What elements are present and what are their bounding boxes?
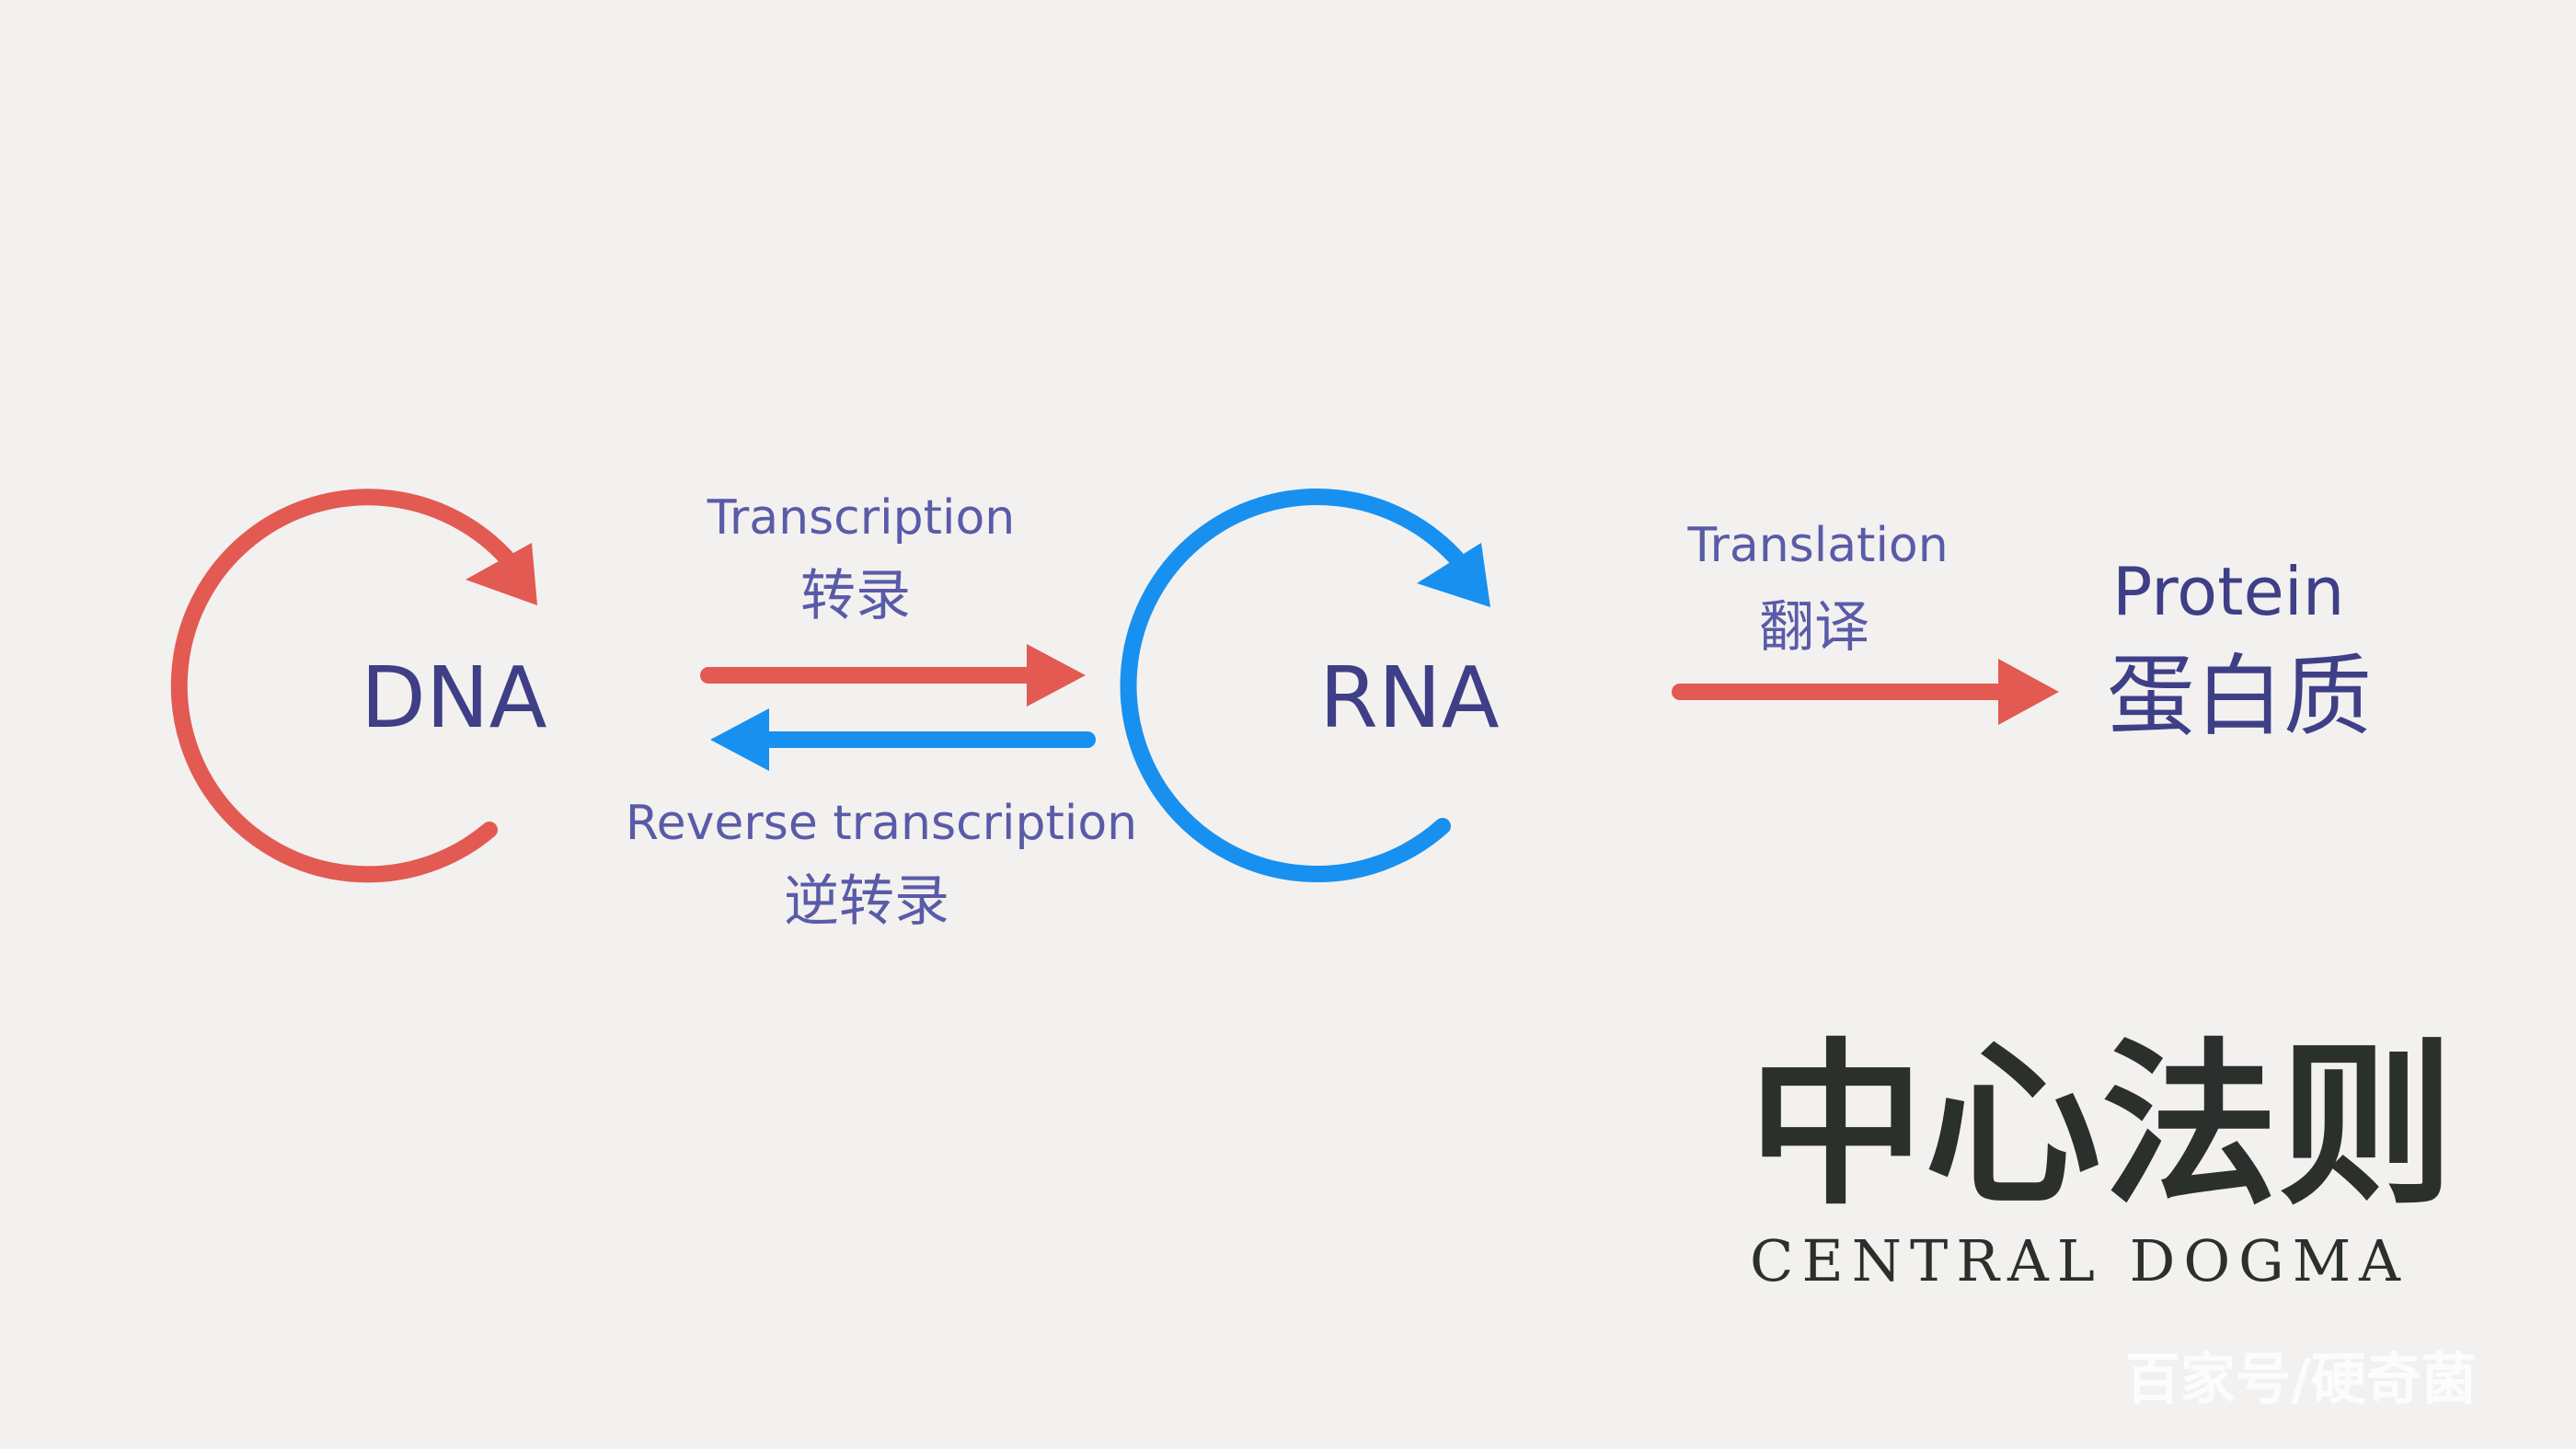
- transcription-label-zh: 转录: [800, 564, 911, 628]
- transcription-arrowhead: [1027, 644, 1086, 707]
- rna-label: RNA: [1319, 649, 1500, 747]
- title-zh: 中心法则: [1748, 1024, 2455, 1229]
- translation-arrow: [1672, 659, 2059, 725]
- protein-label-en: Protein: [2112, 553, 2344, 630]
- dna-label: DNA: [361, 649, 547, 747]
- protein-label-zh: 蛋白质: [2107, 645, 2372, 748]
- reverse-transcription-label-zh: 逆转录: [784, 869, 949, 934]
- dna-replication-arc: [170, 489, 525, 883]
- translation-label-en: Translation: [1686, 518, 1948, 573]
- reverse-transcription-arrow: [710, 708, 1096, 771]
- watermark: 百家号/硬奇菌: [2125, 1348, 2477, 1412]
- rna-cycle: [1120, 489, 1490, 882]
- transcription-arrow: [700, 644, 1086, 707]
- dna-replication-arrowhead: [466, 543, 537, 605]
- reverse-transcription-arrowhead: [710, 708, 769, 771]
- reverse-transcription-label-en: Reverse transcription: [626, 796, 1137, 851]
- rna-replication-arc: [1120, 489, 1475, 882]
- transcription-label-en: Transcription: [707, 490, 1015, 546]
- title-en: CENTRAL DOGMA: [1750, 1227, 2409, 1294]
- dna-cycle: [170, 489, 537, 883]
- translation-arrowhead: [1998, 659, 2059, 725]
- translation-label-zh: 翻译: [1759, 595, 1869, 660]
- rna-replication-arrowhead: [1417, 543, 1490, 607]
